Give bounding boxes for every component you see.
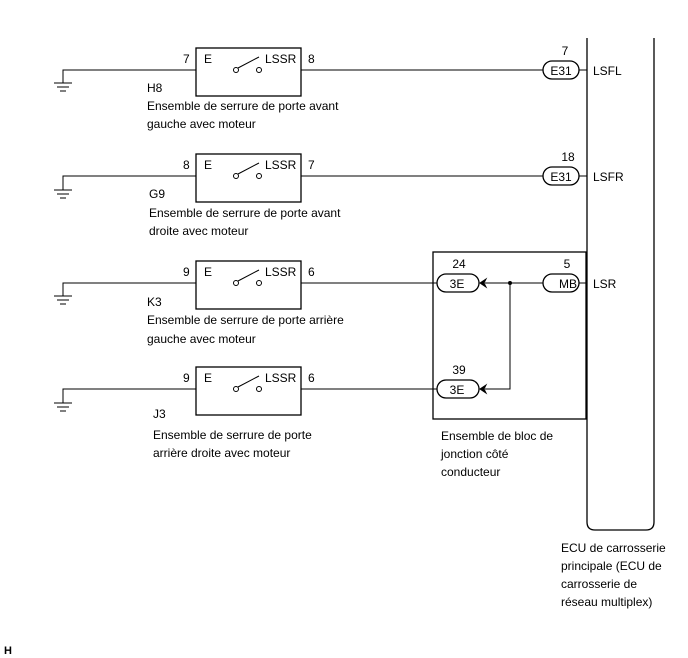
connector-pin: 7 — [562, 44, 569, 58]
junction-block-label: Ensemble de bloc de jonction côté conduc… — [440, 429, 553, 479]
terminal-lssr: LSSR — [265, 265, 297, 279]
connector-mb-lsr: 5 MB LSR — [542, 257, 617, 293]
switch-code: J3 — [153, 407, 166, 421]
switch-code: K3 — [147, 295, 162, 309]
door-lock-switch-g9: 8 E LSSR 7 G9 Ensemble de serrure de por… — [54, 153, 543, 238]
switch-code: H8 — [147, 81, 163, 95]
connector-code: E31 — [550, 64, 572, 78]
switch-name-line1: Ensemble de serrure de porte arrière — [147, 313, 344, 327]
switch-name-line2: droite avec moteur — [149, 224, 248, 238]
connector-e31-lsfr: 18 E31 LSFR — [542, 150, 624, 186]
switch-name-line2: gauche avec moteur — [147, 332, 256, 346]
signal-label: LSR — [593, 277, 617, 291]
terminal-e: E — [204, 52, 212, 66]
connector-code: 3E — [450, 383, 465, 397]
connector-code: MB — [559, 277, 577, 291]
connector-3e-24: 24 3E — [436, 257, 488, 293]
switch-pin-out: 7 — [308, 158, 315, 172]
door-lock-switch-k3: 9 E LSSR 6 K3 Ensemble de serrure de por… — [54, 260, 437, 346]
switch-pin-in: 8 — [183, 158, 190, 172]
connector-code: 3E — [450, 277, 465, 291]
switch-pin-out: 8 — [308, 52, 315, 66]
terminal-e: E — [204, 265, 212, 279]
connector-e31-lsfl: 7 E31 LSFL — [542, 44, 622, 80]
junction-block-label-line1: Ensemble de bloc de — [441, 429, 553, 443]
ecu-label-line2: principale (ECU de — [561, 559, 662, 573]
terminal-e: E — [204, 371, 212, 385]
ecu-label-line1: ECU de carrosserie — [561, 541, 666, 555]
switch-name-line1: Ensemble de serrure de porte — [153, 428, 312, 442]
ground-symbol — [54, 295, 72, 305]
connector-pin: 39 — [452, 363, 466, 377]
switch-name-line1: Ensemble de serrure de porte avant — [147, 99, 339, 113]
junction-block-label-line2: jonction côté — [440, 447, 509, 461]
connector-code: E31 — [550, 170, 572, 184]
switch-code: G9 — [149, 187, 165, 201]
terminal-lssr: LSSR — [265, 52, 297, 66]
body-ecu-outline — [586, 38, 655, 531]
ground-symbol — [54, 82, 72, 92]
switch-name-line2: gauche avec moteur — [147, 117, 256, 131]
switch-name-line1: Ensemble de serrure de porte avant — [149, 206, 341, 220]
connector-3e-39: 39 3E — [436, 363, 488, 399]
switch-pin-out: 6 — [308, 265, 315, 279]
junction-block-label-line3: conducteur — [441, 465, 500, 479]
ecu-label-line4: réseau multiplex) — [561, 595, 652, 609]
corner-mark: H — [4, 645, 12, 657]
switch-pin-in: 7 — [183, 52, 190, 66]
signal-label: LSFL — [593, 64, 622, 78]
ground-symbol — [54, 402, 72, 412]
terminal-e: E — [204, 158, 212, 172]
terminal-lssr: LSSR — [265, 371, 297, 385]
switch-pin-in: 9 — [183, 265, 190, 279]
signal-label: LSFR — [593, 170, 624, 184]
door-lock-switch-j3: 9 E LSSR 6 J3 Ensemble de serrure de por… — [54, 366, 437, 460]
switch-pin-out: 6 — [308, 371, 315, 385]
ecu-label: ECU de carrosserie principale (ECU de ca… — [561, 541, 666, 609]
ecu-label-line3: carrosserie de — [561, 577, 637, 591]
splice-point — [508, 281, 512, 285]
connector-pin: 24 — [452, 257, 466, 271]
terminal-lssr: LSSR — [265, 158, 297, 172]
door-lock-switch-h8: 7 E LSSR 8 H8 Ensemble de serrure de por… — [54, 47, 543, 131]
switch-name-line2: arrière droite avec moteur — [153, 446, 290, 460]
ground-symbol — [54, 189, 72, 199]
connector-pin: 18 — [561, 150, 575, 164]
switch-pin-in: 9 — [183, 371, 190, 385]
connector-pin: 5 — [564, 257, 571, 271]
